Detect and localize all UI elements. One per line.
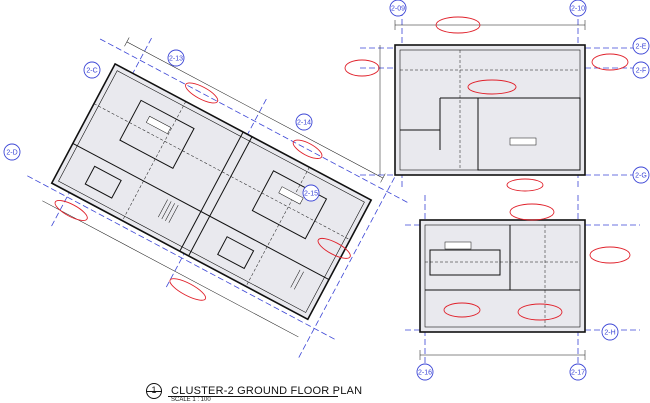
- grid-bubble-label: 2-D: [6, 150, 17, 157]
- grid-bubble-label: 2-G: [635, 173, 647, 180]
- grid-bubbles: 2-C 2-D 2-13 2-14 2-15 2-09 2-10 2-E 2-F 2-G 2-H 2-…: [3, 0, 650, 381]
- building-bottom-right: [405, 195, 640, 370]
- grid-bubble-label: 2-C: [86, 68, 97, 75]
- grid-bubble-2-16: 2-16: [416, 363, 434, 381]
- drawing-scale: SCALE 1 : 100: [171, 397, 211, 403]
- grid-bubble-2-g: 2-G: [632, 166, 650, 184]
- grid-bubble-2-09: 2-09: [389, 0, 407, 17]
- grid-bubble-2-e: 2-E: [632, 37, 650, 55]
- grid-bubble-label: 2-09: [391, 6, 405, 13]
- drawing-title: CLUSTER-2 GROUND FLOOR PLAN: [171, 385, 363, 397]
- detail-number: 1: [151, 385, 157, 395]
- grid-bubble-2-d: 2-D: [3, 143, 21, 161]
- rotated-building: [27, 37, 410, 360]
- grid-bubble-label: 2-H: [604, 330, 615, 337]
- title-underline: [168, 396, 338, 397]
- grid-bubble-label: 2-E: [636, 44, 647, 51]
- grid-bubble-label: 2-14: [297, 120, 311, 127]
- grid-bubble-2-10: 2-10: [569, 0, 587, 17]
- building-top-right: [344, 10, 638, 192]
- grid-bubble-label: 2-17: [571, 370, 585, 377]
- grid-bubble-label: 2-10: [571, 6, 585, 13]
- grid-bubble-2-13: 2-13: [167, 49, 185, 67]
- grid-bubble-2-14: 2-14: [295, 113, 313, 131]
- grid-bubble-2-c: 2-C: [83, 61, 101, 79]
- grid-bubble-2-f: 2-F: [632, 61, 650, 79]
- grid-bubble-label: 2-13: [169, 56, 183, 63]
- grid-bubble-2-h: 2-H: [601, 323, 619, 341]
- grid-bubble-label: 2-16: [418, 370, 432, 377]
- grid-bubble-label: 2-15: [304, 191, 318, 198]
- grid-bubble-2-15: 2-15: [302, 184, 320, 202]
- grid-bubble-2-17: 2-17: [569, 363, 587, 381]
- grid-bubble-label: 2-F: [636, 68, 647, 75]
- detail-callout-divider: [146, 391, 162, 392]
